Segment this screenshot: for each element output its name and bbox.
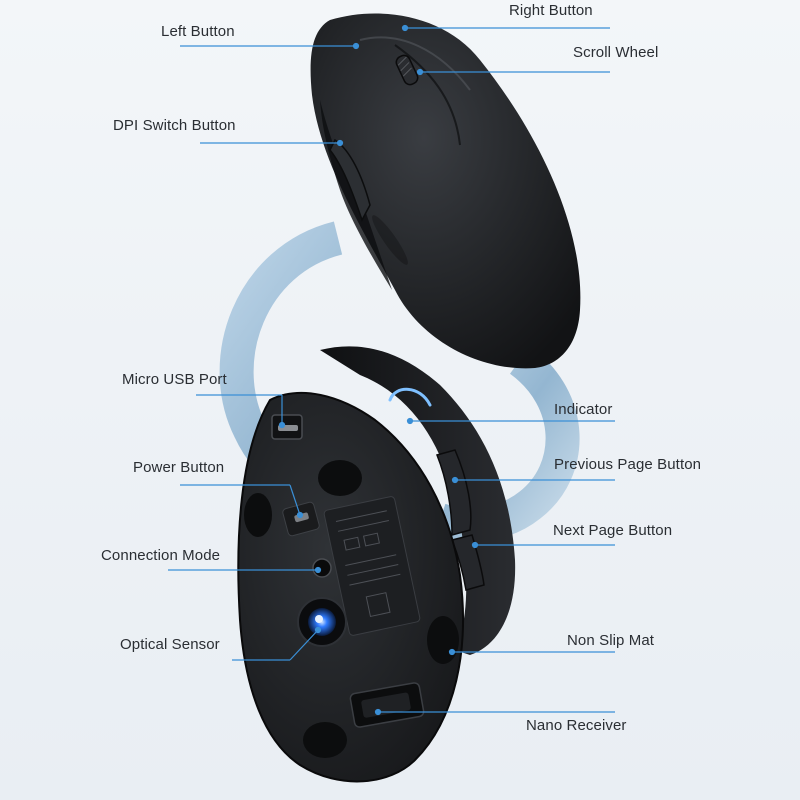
optical-sensor-shape — [297, 597, 347, 647]
label-left-button: Left Button — [161, 23, 235, 40]
label-connection-mode: Connection Mode — [101, 547, 221, 564]
label-next-page-button: Next Page Button — [553, 522, 673, 539]
label-nano-receiver: Nano Receiver — [526, 717, 627, 734]
mouse-bottom-view — [237, 346, 516, 783]
label-previous-page-button: Previous Page Button — [554, 456, 702, 473]
label-right-button: Right Button — [509, 2, 593, 19]
scroll-wheel-shape — [395, 54, 419, 86]
label-scroll-wheel: Scroll Wheel — [573, 44, 659, 61]
label-power-button: Power Button — [133, 459, 225, 476]
label-indicator: Indicator — [554, 401, 613, 418]
label-dpi-switch-button: DPI Switch Button — [113, 117, 236, 134]
label-optical-sensor: Optical Sensor — [120, 636, 220, 653]
leader-lines — [168, 24, 615, 716]
mouse-top-view — [310, 13, 581, 369]
label-micro-usb-port: Micro USB Port — [122, 371, 227, 388]
label-non-slip-mat: Non Slip Mat — [567, 632, 655, 649]
